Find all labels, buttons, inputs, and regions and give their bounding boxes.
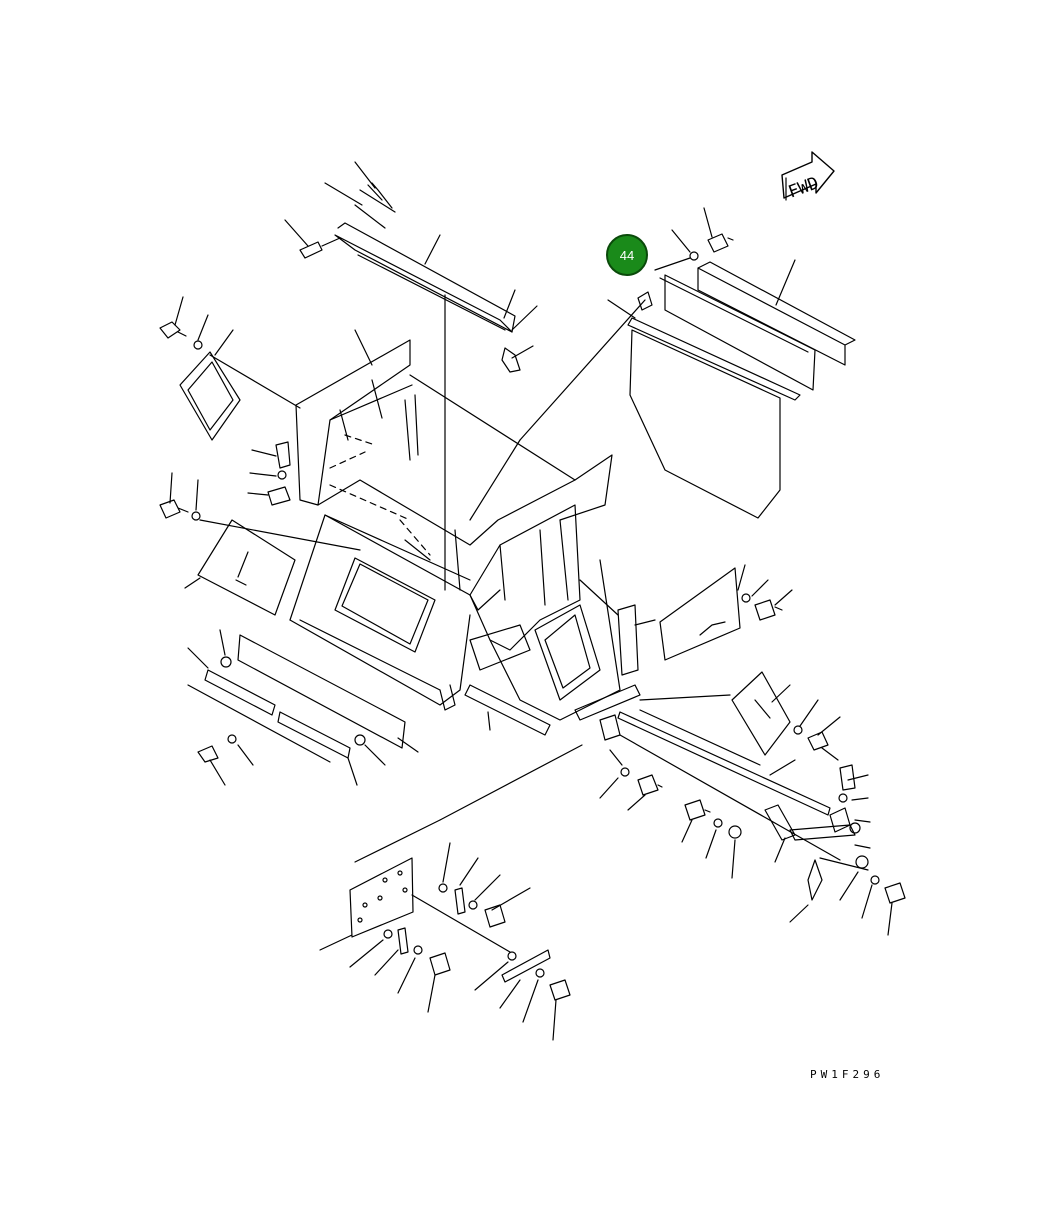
left-front-cover <box>184 519 361 616</box>
fwd-arrow-icon: FWD <box>781 151 835 203</box>
bottom-bracket-assembly <box>319 819 571 1041</box>
shaft-linkage <box>617 709 871 923</box>
drawing-code: PW1F296 <box>810 1068 885 1081</box>
bottom-left-strips <box>187 629 419 786</box>
top-cover-plate <box>284 161 538 373</box>
main-housing <box>289 329 621 721</box>
right-cover-plate <box>579 564 793 676</box>
callout-44-number[interactable]: 44 <box>620 248 634 263</box>
right-bottom-fasteners <box>599 749 906 936</box>
right-top-panels <box>469 207 856 521</box>
fwd-label: FWD <box>786 173 822 202</box>
callout-44[interactable]: 44 <box>606 234 691 276</box>
callout-44-badge[interactable] <box>606 234 648 276</box>
left-fasteners <box>159 441 291 521</box>
right-lower-cover <box>639 671 841 761</box>
left-upper-cover <box>159 296 301 441</box>
guide-lines <box>329 294 446 591</box>
center-bottom-bars <box>439 684 641 821</box>
